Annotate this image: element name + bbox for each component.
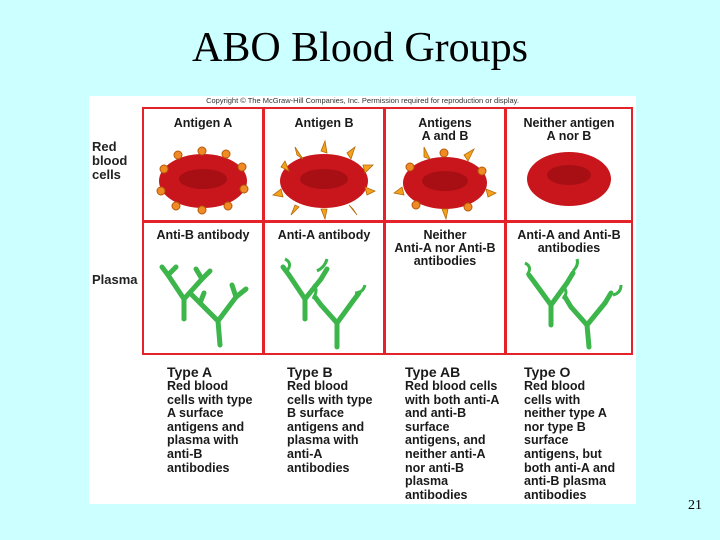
type-o-text: Red blood cells with neither type A nor … bbox=[524, 379, 616, 502]
row-label-red-blood-cells: Red blood cells bbox=[92, 139, 128, 182]
header-anti-b-antibody: Anti-B antibody bbox=[156, 228, 250, 242]
red-cell-no-antigen-icon bbox=[527, 152, 611, 206]
header-antigen-b: Antigen B bbox=[294, 116, 354, 130]
header-anti-a-and-anti-b: Anti-A and Anti-B antibodies bbox=[517, 228, 621, 255]
header-no-antibodies: Neither Anti-A nor Anti-B antibodies bbox=[394, 228, 496, 268]
description-type-ab: Type AB Red blood cells with both anti-A… bbox=[405, 364, 520, 502]
header-antigen-a: Antigen A bbox=[173, 116, 233, 130]
anti-a-antibody-icon bbox=[280, 257, 367, 350]
type-b-text: Red blood cells with type B surface anti… bbox=[287, 379, 373, 475]
anti-a-and-anti-b-antibody-icon bbox=[524, 258, 623, 350]
page-number: 21 bbox=[688, 498, 702, 513]
header-anti-a-antibody: Anti-A antibody bbox=[277, 228, 371, 242]
row-label-plasma: Plasma bbox=[92, 272, 138, 287]
cell-anti-b-antibody: Anti-B antibody bbox=[144, 223, 262, 353]
type-a-text: Red blood cells with type A surface anti… bbox=[167, 379, 253, 475]
red-cell-antigens-ab-icon bbox=[393, 146, 497, 220]
type-b-label: Type B bbox=[287, 364, 333, 380]
cell-antigen-a: Antigen A bbox=[144, 109, 262, 220]
type-ab-text: Red blood cells with both anti-A and ant… bbox=[405, 379, 500, 502]
cell-anti-a-antibody: Anti-A antibody bbox=[265, 223, 383, 353]
type-ab-label: Type AB bbox=[405, 364, 461, 380]
cell-no-antibodies: Neither Anti-A nor Anti-B antibodies bbox=[386, 223, 504, 353]
type-o-label: Type O bbox=[524, 364, 571, 380]
copyright-notice: Copyright © The McGraw-Hill Companies, I… bbox=[206, 96, 519, 105]
description-type-a: Type A Red blood cells with type A surfa… bbox=[167, 364, 282, 475]
type-a-label: Type A bbox=[167, 364, 213, 380]
cell-antigens-a-and-b: Antigens A and B bbox=[386, 109, 504, 220]
anti-b-antibody-icon bbox=[159, 264, 249, 348]
cell-antigen-b: Antigen B bbox=[265, 109, 383, 220]
slide-title: ABO Blood Groups bbox=[191, 25, 529, 71]
abo-figure: Copyright © The McGraw-Hill Companies, I… bbox=[89, 96, 636, 504]
cell-neither-antigen: Neither antigen A nor B bbox=[507, 109, 631, 220]
red-cell-antigen-b-icon bbox=[272, 139, 376, 220]
header-antigens-a-and-b: Antigens A and B bbox=[418, 116, 472, 143]
description-type-o: Type O Red blood cells with neither type… bbox=[524, 364, 639, 502]
red-cell-antigen-a-icon bbox=[156, 146, 249, 215]
cell-anti-a-and-anti-b: Anti-A and Anti-B antibodies bbox=[507, 223, 631, 353]
header-neither-antigen: Neither antigen A nor B bbox=[523, 116, 615, 143]
description-type-b: Type B Red blood cells with type B surfa… bbox=[287, 364, 402, 475]
blood-group-grid: Antigen A Antigen B bbox=[142, 107, 633, 355]
